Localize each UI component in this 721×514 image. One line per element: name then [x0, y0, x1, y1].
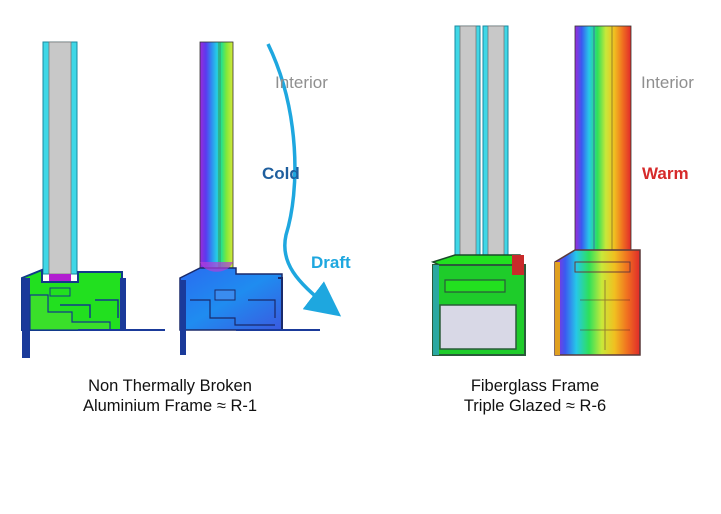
warm-label: Warm	[642, 164, 689, 183]
right-caption: Fiberglass Frame Triple Glazed ≈ R-6	[425, 376, 645, 416]
left-interior-label: Interior	[275, 73, 328, 92]
aluminium-frame-material-section	[21, 41, 165, 358]
draft-label: Draft	[311, 253, 351, 272]
right-interior-label: Interior	[641, 73, 694, 92]
left-caption: Non Thermally Broken Aluminium Frame ≈ R…	[60, 376, 280, 416]
fiberglass-frame-material-section	[430, 25, 526, 356]
aluminium-frame-thermal-section	[179, 41, 320, 355]
cold-label: Cold	[262, 164, 300, 183]
fiberglass-frame-thermal-section	[554, 25, 641, 356]
left-caption-line1: Non Thermally Broken	[88, 377, 252, 395]
cold-draft-arrow	[266, 43, 342, 317]
left-caption-line2: Aluminium Frame ≈ R-1	[82, 397, 258, 415]
right-caption-line1: Fiberglass Frame	[470, 377, 600, 395]
right-caption-line2: Triple Glazed ≈ R-6	[463, 397, 607, 415]
